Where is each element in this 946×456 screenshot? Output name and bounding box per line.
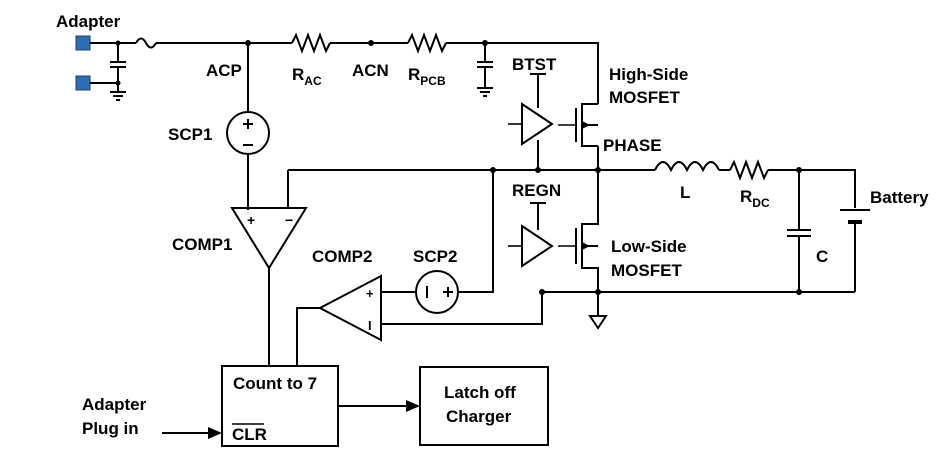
rac-label: RAC	[292, 65, 322, 88]
phase-node	[288, 159, 870, 292]
svg-text:−: −	[285, 212, 293, 228]
adapter-label: Adapter	[56, 12, 121, 31]
low-side-label-2: MOSFET	[611, 261, 682, 280]
phase-label: PHASE	[603, 136, 662, 155]
adapter-terminal-ground	[75, 75, 91, 91]
clr-label: CLR	[232, 425, 267, 444]
comp2-comparator: + I	[296, 274, 543, 366]
inductor	[654, 161, 720, 173]
low-side-mosfet	[558, 170, 599, 292]
rpcb-resistor	[407, 32, 447, 54]
rpcb-label: RPCB	[408, 65, 446, 88]
svg-text:+: +	[247, 212, 255, 228]
input-rail	[135, 32, 599, 104]
latch-block	[419, 366, 549, 446]
svg-text:+: +	[366, 286, 374, 301]
high-side-driver	[508, 73, 554, 170]
comp1-label: COMP1	[172, 235, 232, 254]
capacitor-label: C	[816, 247, 828, 266]
rdc-resistor	[729, 159, 769, 181]
high-side-mosfet	[558, 103, 599, 170]
comp2-label: COMP2	[312, 247, 372, 266]
high-side-label-2: MOSFET	[609, 88, 680, 107]
btst-label: BTST	[512, 55, 557, 74]
counter-label: Count to 7	[233, 374, 317, 393]
acn-node	[368, 40, 374, 46]
svg-text:I: I	[368, 318, 372, 333]
latch-label-2: Charger	[446, 407, 512, 426]
scp2-source	[415, 170, 494, 314]
high-side-label-1: High-Side	[609, 65, 688, 84]
scp1-label: SCP1	[168, 125, 212, 144]
counter-block	[162, 365, 420, 447]
comp1-comparator: + −	[230, 170, 308, 366]
adapter-terminal-positive	[75, 35, 91, 51]
plug-label-1: Adapter	[82, 395, 147, 414]
acp-label: ACP	[206, 61, 242, 80]
ground-rail	[539, 289, 855, 330]
adapter-input	[75, 35, 136, 101]
latch-label-1: Latch off	[444, 383, 516, 402]
rac-resistor	[291, 32, 331, 54]
low-side-driver	[508, 202, 554, 268]
acn-label: ACN	[352, 61, 389, 80]
scp2-label: SCP2	[413, 247, 457, 266]
rdc-label: RDC	[740, 187, 770, 210]
plug-label-2: Plug in	[82, 419, 139, 438]
battery-label: Battery	[870, 188, 929, 207]
regn-label: REGN	[512, 181, 561, 200]
scp1-source	[226, 43, 270, 210]
inductor-label: L	[680, 183, 690, 202]
low-side-label-1: Low-Side	[611, 237, 687, 256]
